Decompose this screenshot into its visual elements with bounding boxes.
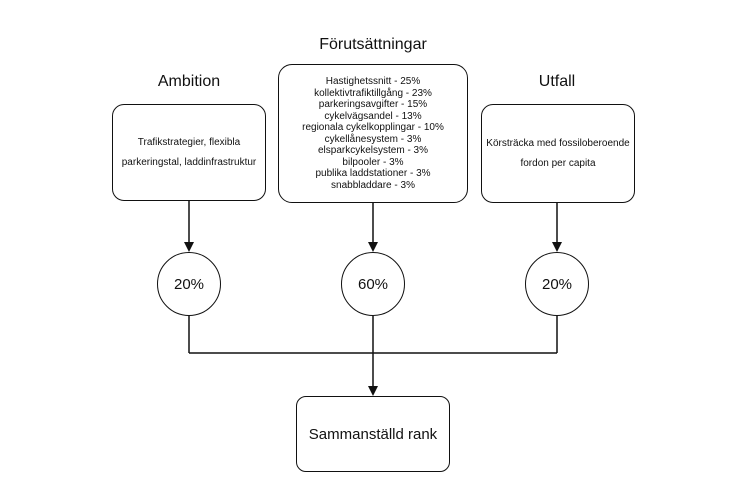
prerequisite-item: kollektivtrafiktillgång - 23% [314, 87, 432, 99]
prerequisite-item: snabbladdare - 3% [331, 179, 415, 191]
outcome-box: Körsträcka med fossiloberoende fordon pe… [481, 104, 635, 203]
ambition-heading: Ambition [157, 73, 221, 90]
prerequisite-item: cykellånesystem - 3% [324, 133, 422, 145]
prerequisites-heading: Förutsättningar [319, 36, 427, 53]
result-label: Sammanställd rank [308, 425, 438, 443]
ambition-box-text: Trafikstrategier, flexibla parkeringstal… [121, 136, 257, 168]
ambition-weight-circle: 20% [157, 252, 221, 316]
ambition-box: Trafikstrategier, flexibla parkeringstal… [112, 104, 266, 201]
outcome-weight-label: 20% [541, 275, 573, 293]
prerequisites-list: Hastighetssnitt - 25%kollektivtrafiktill… [302, 76, 444, 191]
outcome-heading: Utfall [538, 73, 576, 90]
prerequisite-item: bilpooler - 3% [342, 156, 404, 168]
prerequisite-item: publika laddstationer - 3% [315, 168, 431, 179]
prerequisites-weight-label: 60% [357, 275, 389, 293]
prerequisite-item: parkeringsavgifter - 15% [318, 99, 428, 110]
prerequisites-box: Hastighetssnitt - 25%kollektivtrafiktill… [278, 64, 468, 203]
prerequisite-item: cykelvägsandel - 13% [324, 110, 422, 122]
prerequisite-item: regionala cykelkopplingar - 10% [302, 122, 444, 133]
prerequisite-item: Hastighetssnitt - 25% [325, 76, 421, 87]
prerequisites-weight-circle: 60% [341, 252, 405, 316]
prerequisite-item: elsparkcykelsystem - 3% [317, 145, 429, 156]
ambition-weight-label: 20% [173, 275, 205, 293]
result-box: Sammanställd rank [296, 396, 450, 472]
outcome-box-text: Körsträcka med fossiloberoende fordon pe… [486, 137, 630, 169]
outcome-weight-circle: 20% [525, 252, 589, 316]
